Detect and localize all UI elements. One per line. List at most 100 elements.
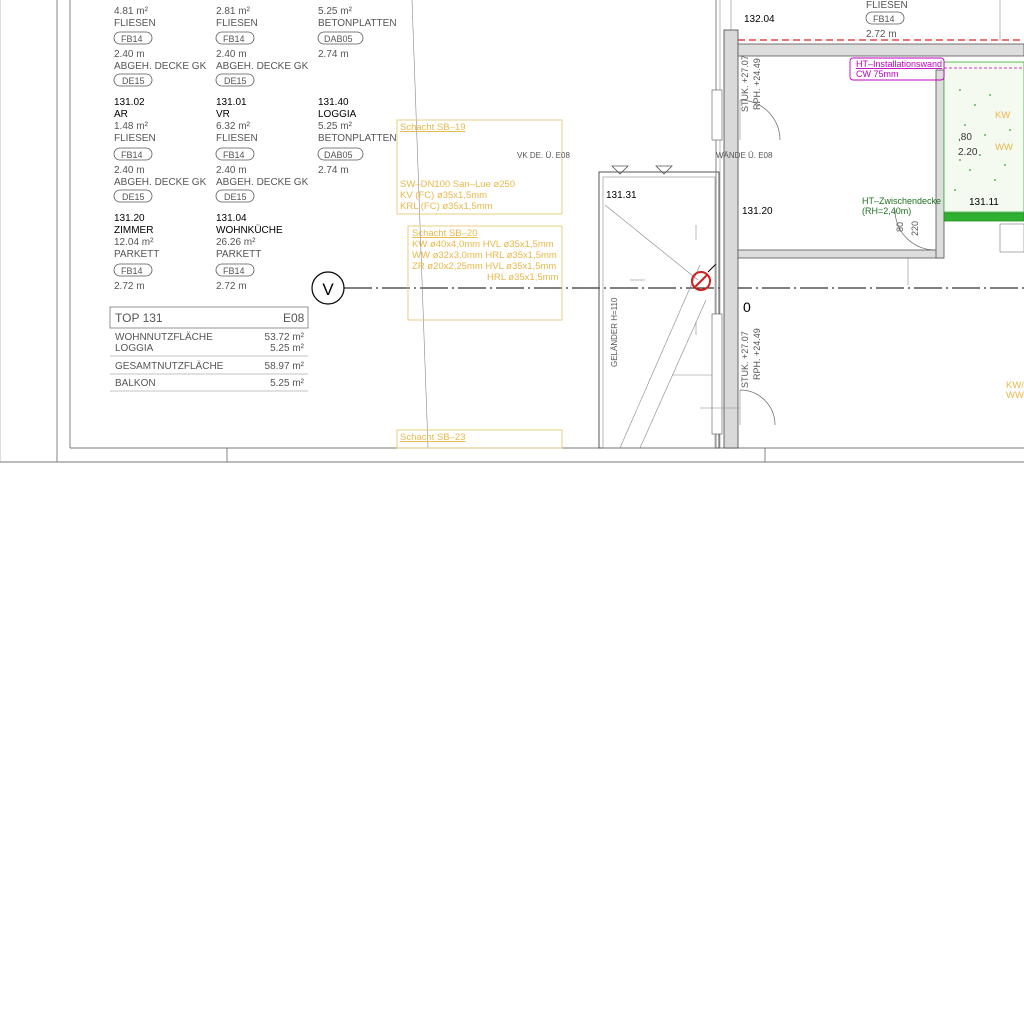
room-number-132-04: 132.04 <box>744 14 775 25</box>
room-name: VR <box>216 109 230 120</box>
room-stamp-131-03: 4.81 m² FLIESEN FB14 2.40 m ABGEH. DECKE… <box>113 6 207 87</box>
floor-code: FB14 <box>121 34 143 44</box>
pipe-label: WW <box>995 142 1013 153</box>
shaft-line: ZR ø20x2,25mm HVL ø35x1,5mm <box>412 261 556 272</box>
grid-axis-label: V <box>322 280 334 299</box>
room-height: 2.72 m <box>216 281 247 292</box>
shaft-fragment: WW <box>1006 390 1024 401</box>
room-name: AR <box>114 109 128 120</box>
room-floor: FLIESEN <box>866 0 908 11</box>
railing-label: GELÄNDER H=110 <box>610 297 619 367</box>
room-height: 2.74 m <box>318 165 349 176</box>
level-note: STUK. +27.07 <box>740 331 750 388</box>
room-floor: PARKETT <box>216 249 261 260</box>
installation-wall: HT–Installationswand CW 75mm <box>849 57 1024 81</box>
room-height: 2.40 m <box>114 165 145 176</box>
room-number: 131.02 <box>114 97 145 108</box>
room-stamp-wc: 2.81 m² FLIESEN FB14 2.40 m ABGEH. DECKE… <box>215 6 309 87</box>
ceiling-code: DE15 <box>122 76 145 86</box>
summary-value: 53.72 m² <box>265 332 305 343</box>
shaft-title: Schacht SB–23 <box>400 432 466 443</box>
prohibition-icon <box>691 263 717 291</box>
floor-code: FB14 <box>121 266 143 276</box>
room-height: 2.74 m <box>318 49 349 60</box>
shaft-line: KV (FC) ø35x1,5mm <box>400 190 487 201</box>
room-stamp-131-20: 131.20 ZIMMER 12.04 m² PARKETT FB14 2.72… <box>113 213 159 292</box>
floor-code: FB14 <box>873 14 895 24</box>
room-height: 2.40 m <box>114 49 145 60</box>
ceiling-code: DE15 <box>224 192 247 202</box>
shaft-sb-23: Schacht SB–23 <box>396 429 563 449</box>
tile-pattern <box>954 89 1011 191</box>
ceiling-note: VK DE. Ü. E08 <box>517 151 570 160</box>
room-floor: FLIESEN <box>216 133 258 144</box>
shaft-fragment: KW/ <box>1006 380 1024 391</box>
sheet-frame <box>0 0 1024 463</box>
summary-label: WOHNNUTZFLÄCHE <box>115 331 213 343</box>
dimension-text: 2.20 <box>958 147 978 158</box>
room-area: 1.48 m² <box>114 121 149 132</box>
room-name: LOGGIA <box>318 109 357 120</box>
room-height: 2.40 m <box>216 49 247 60</box>
grid-axis-v: V <box>311 271 1024 305</box>
room-area: 6.32 m² <box>216 121 251 132</box>
room-stamp-top-right: FLIESEN FB14 2.72 m <box>865 0 908 40</box>
summary-label: GESAMTNUTZFLÄCHE <box>115 360 224 372</box>
shaft-line: KW ø40x4,0mm HVL ø35x1,5mm <box>412 239 554 250</box>
room-height: 2.72 m <box>114 281 145 292</box>
room-stamp-balkon: 5.25 m² BETONPLATTEN DAB05 2.74 m <box>317 6 397 60</box>
unit-label: TOP 131 <box>115 311 163 325</box>
unit-level: E08 <box>283 311 305 325</box>
room-stamp-131-40: 131.40 LOGGIA 5.25 m² BETONPLATTEN DAB05… <box>317 97 397 176</box>
install-wall-spec: CW 75mm <box>856 69 899 79</box>
room-height: 2.72 m <box>866 29 897 40</box>
wall-note: WÄNDE Ü. E08 <box>716 151 773 160</box>
room-stamp-131-02: 131.02 AR 1.48 m² FLIESEN FB14 2.40 m AB… <box>113 97 207 203</box>
room-ceiling: ABGEH. DECKE GK <box>114 61 207 72</box>
room-stamp-131-01: 131.01 VR 6.32 m² FLIESEN FB14 2.40 m AB… <box>215 97 309 203</box>
summary-value: 5.25 m² <box>270 343 305 354</box>
room-height: 2.40 m <box>216 165 247 176</box>
room-number: 131.20 <box>114 213 145 224</box>
room-number: 131.04 <box>216 213 247 224</box>
dimension-text: 220 <box>910 221 920 236</box>
room-floor: FLIESEN <box>114 18 156 29</box>
room-area: 12.04 m² <box>114 237 154 248</box>
summary-label: BALKON <box>115 378 156 389</box>
dimension-text: 80 <box>895 222 905 232</box>
room-stamp-131-04: 131.04 WOHNKÜCHE 26.26 m² PARKETT FB14 2… <box>215 213 283 292</box>
dimension-text: ,80 <box>958 132 972 143</box>
level-note: STUK. +27.07 <box>740 55 750 112</box>
ceiling-code: DE15 <box>122 192 145 202</box>
bathroom-walls <box>737 0 1024 259</box>
room-name: ZIMMER <box>114 225 153 236</box>
room-area: 5.25 m² <box>318 6 353 17</box>
floor-code: DAB05 <box>324 150 353 160</box>
room-number-131-31: 131.31 <box>606 190 637 201</box>
floor-code: FB14 <box>223 34 245 44</box>
room-floor: PARKETT <box>114 249 159 260</box>
floor-code: FB14 <box>121 150 143 160</box>
shaft-title: Schacht SB–20 <box>412 228 478 239</box>
shaft-sb-20: Schacht SB–20 KW ø40x4,0mm HVL ø35x1,5mm… <box>407 225 563 321</box>
level-zero-marker: 0 <box>743 299 751 315</box>
floor-code: DAB05 <box>324 34 353 44</box>
floor-code: FB14 <box>223 150 245 160</box>
shaft-line: KRL (FC) ø35x1,5mm <box>400 201 493 212</box>
room-area: 5.25 m² <box>318 121 353 132</box>
room-floor: BETONPLATTEN <box>318 18 397 29</box>
room-area: 4.81 m² <box>114 6 149 17</box>
facade-wall <box>711 0 739 449</box>
install-wall-label: HT–Installationswand <box>856 59 942 69</box>
shaft-line: WW ø32x3,0mm HRL ø35x1,5mm <box>412 250 557 261</box>
floor-code: FB14 <box>223 266 245 276</box>
level-note: RPH. +24.49 <box>752 58 762 110</box>
room-name: WOHNKÜCHE <box>216 224 283 236</box>
summary-value: 58.97 m² <box>265 361 305 372</box>
summary-value: 5.25 m² <box>270 378 305 389</box>
shaft-line: SW–DN100 San–Lue ø250 <box>400 179 515 190</box>
intermediate-ceiling-label: HT–Zwischendecke <box>862 196 941 206</box>
room-ceiling: ABGEH. DECKE GK <box>114 177 207 188</box>
room-number-131-11: 131.11 <box>969 197 999 208</box>
